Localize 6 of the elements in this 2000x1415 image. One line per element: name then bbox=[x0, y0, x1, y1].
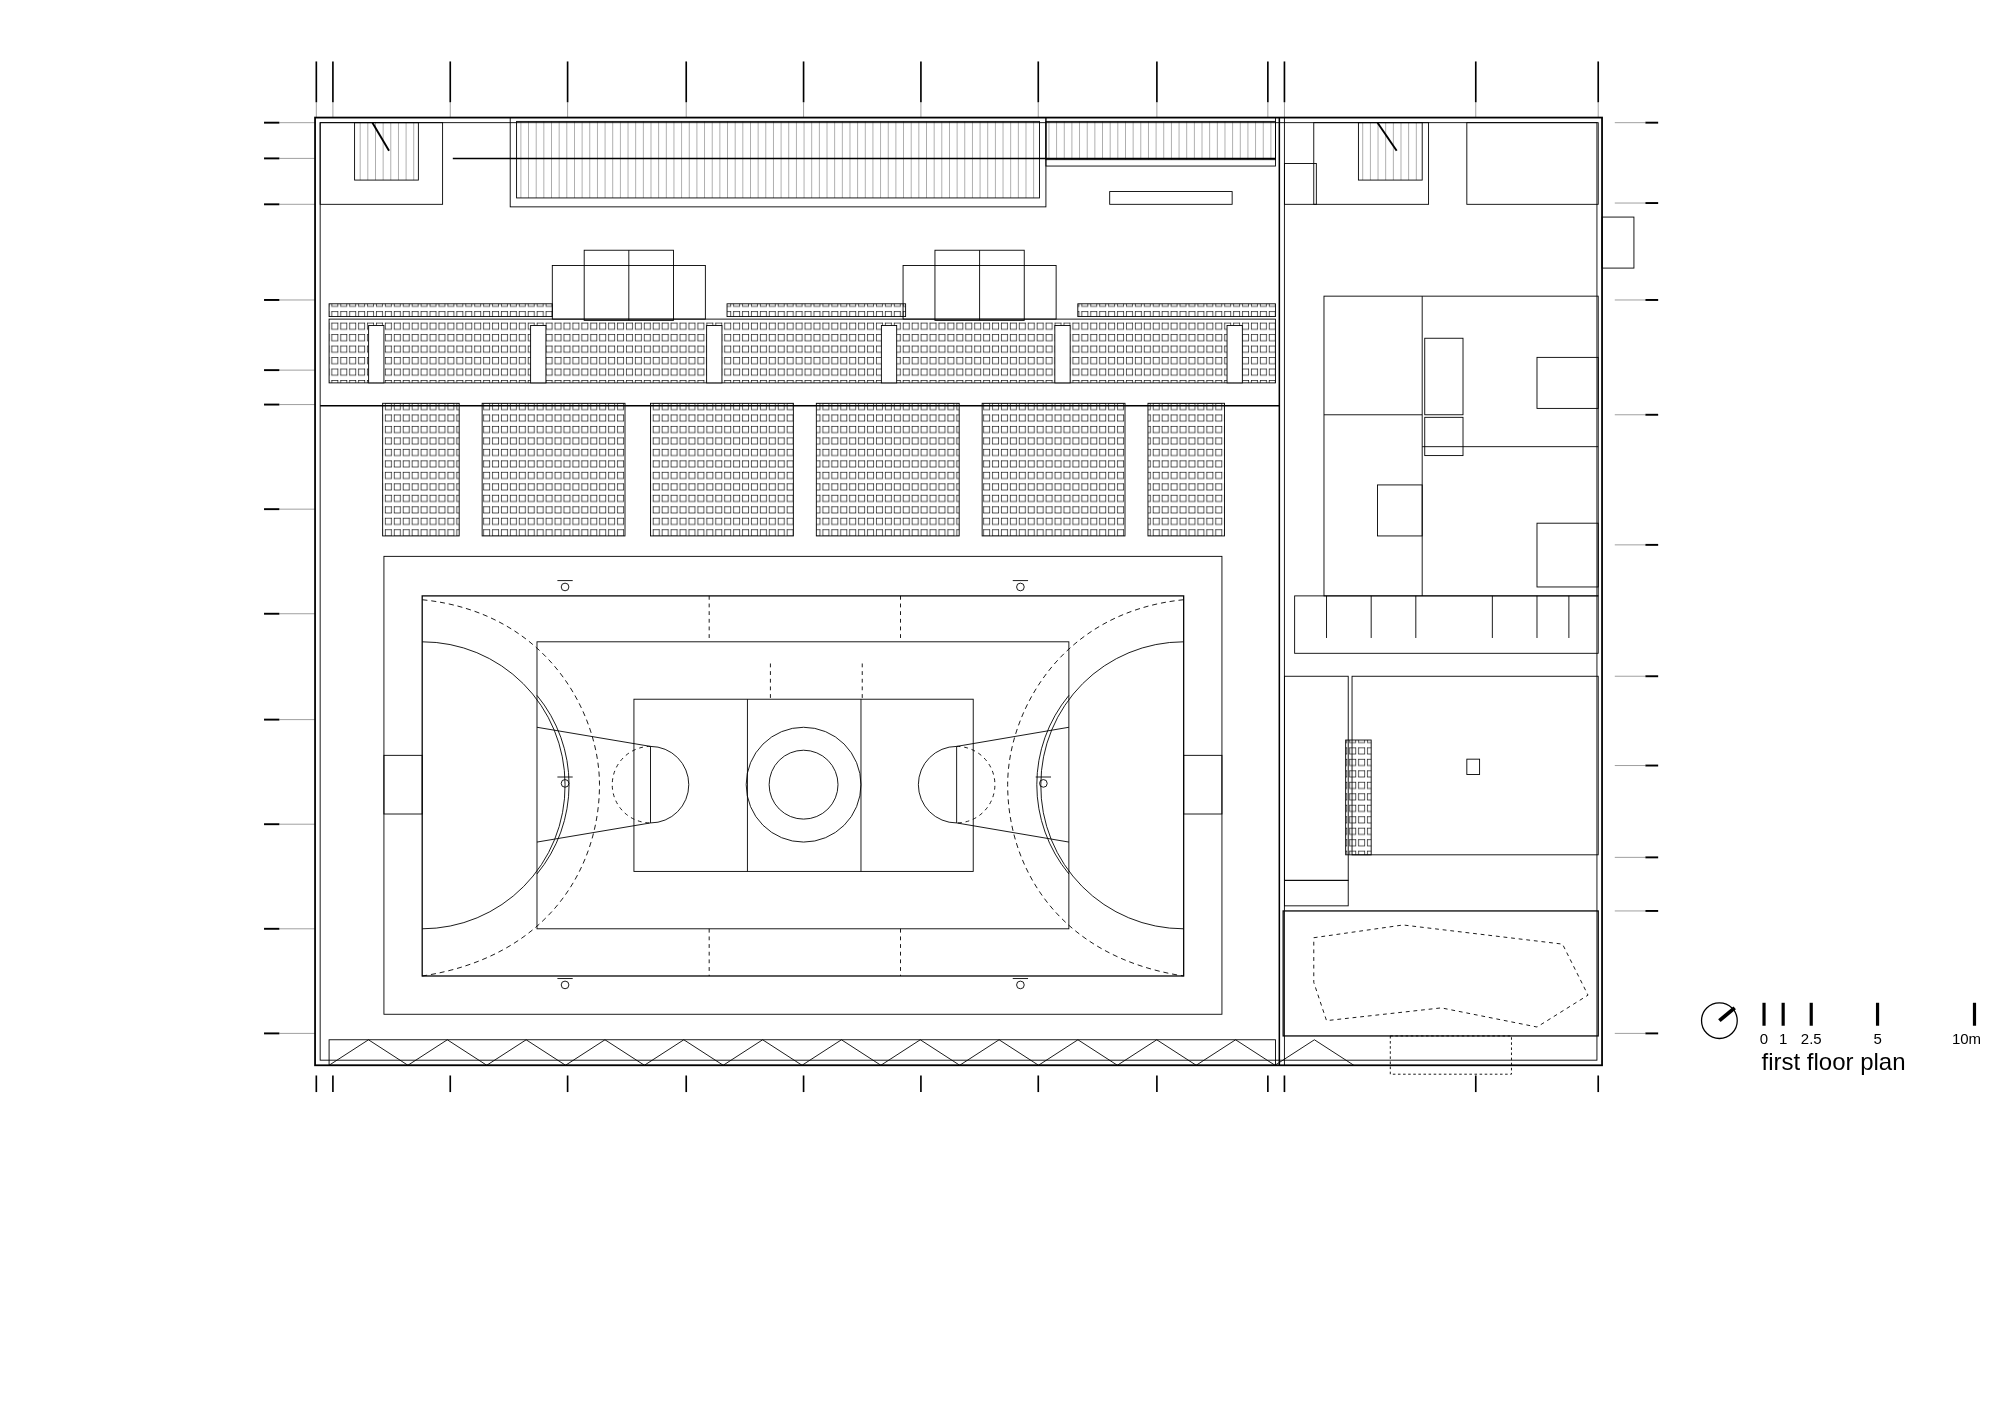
plan-caption: first floor plan bbox=[1761, 1049, 1906, 1074]
scale-label: 10m bbox=[1951, 1030, 1982, 1046]
scale-label: 5 bbox=[1873, 1030, 1882, 1046]
scale-label: 1 bbox=[1779, 1030, 1788, 1046]
scale-label: 0 bbox=[1759, 1030, 1769, 1046]
scale-label: 2.5 bbox=[1800, 1030, 1822, 1046]
